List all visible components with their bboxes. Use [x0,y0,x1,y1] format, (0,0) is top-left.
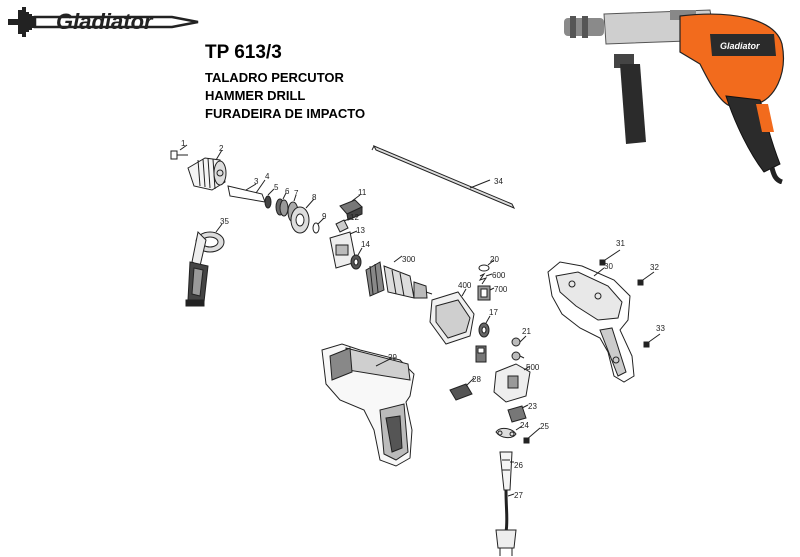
title-portuguese: FURADEIRA DE IMPACTO [205,106,366,121]
part-400-stator [429,288,475,345]
label-23: 23 [528,402,537,411]
part-26-cord-guard [499,451,514,491]
label-11: 11 [358,188,367,197]
part-9-ring [312,217,325,234]
part-700-brush [477,285,495,301]
part-600-spring [478,272,493,285]
part-24-cord-clip [495,425,523,439]
part-27-power-cord [495,489,517,556]
label-17: 17 [489,308,498,317]
part-21-carbon-brush [511,335,527,361]
label-9: 9 [322,212,327,221]
part-6-bearing [275,192,289,217]
label-7: 7 [294,189,299,198]
part-31-screw [599,249,621,266]
part-23-capacitor [507,404,529,423]
part-1-screw [170,144,188,160]
part-35-side-handle [185,223,225,307]
part-25-screw [523,427,541,444]
part-33-screw [643,333,661,348]
part-11-knob [339,194,363,221]
svg-text:Gladiator: Gladiator [720,41,760,51]
label-2: 2 [219,144,224,153]
label-600: 600 [492,271,506,280]
label-26: 26 [514,461,523,470]
label-27: 27 [514,491,523,500]
label-32: 32 [650,263,659,272]
product-photo: Gladiator [564,9,784,184]
part-22-terminal [475,345,487,363]
label-31: 31 [616,239,625,248]
label-300: 300 [402,255,416,264]
title-spanish: TALADRO PERCUTOR [205,70,344,85]
part-34-depth-rod [371,145,516,209]
label-34: 34 [494,177,503,186]
label-6: 6 [285,187,290,196]
label-3: 3 [254,177,259,186]
part-17-bearing [478,315,491,338]
label-30: 30 [604,262,613,271]
part-12-pin [335,217,352,233]
label-28: 28 [472,375,481,384]
part-8-gear [290,198,315,234]
sword-icon [8,7,199,37]
label-35: 35 [220,217,229,226]
label-4: 4 [265,172,270,181]
part-30-housing-half [547,261,635,383]
label-21: 21 [522,327,531,336]
part-28-clamp [449,377,475,401]
part-300-armature [365,255,433,299]
part-13-plate [329,230,358,269]
part-500-switch [493,363,531,403]
label-1: 1 [181,139,186,148]
label-14: 14 [361,240,370,249]
title-english: HAMMER DRILL [205,88,306,103]
label-20: 20 [490,255,499,264]
label-29: 29 [388,353,397,362]
label-13: 13 [356,226,365,235]
model-number: TP 613/3 [205,42,282,63]
part-29-housing-assembled [321,343,415,467]
label-25: 25 [540,422,549,431]
label-400: 400 [458,281,472,290]
part-14-bearing [350,247,363,270]
label-500: 500 [526,363,540,372]
logo-wordmark: Gladiator [56,9,154,34]
part-20-screw [478,259,495,272]
label-5: 5 [274,183,279,192]
part-2-chuck [187,149,227,191]
label-24: 24 [520,421,529,430]
label-12: 12 [350,213,359,222]
gladiator-logo: Gladiator [8,7,199,37]
label-8: 8 [312,193,317,202]
part-5-washer [264,188,275,209]
label-700: 700 [494,285,508,294]
part-32-screw [637,271,655,286]
part-3-spindle [227,179,266,203]
label-33: 33 [656,324,665,333]
